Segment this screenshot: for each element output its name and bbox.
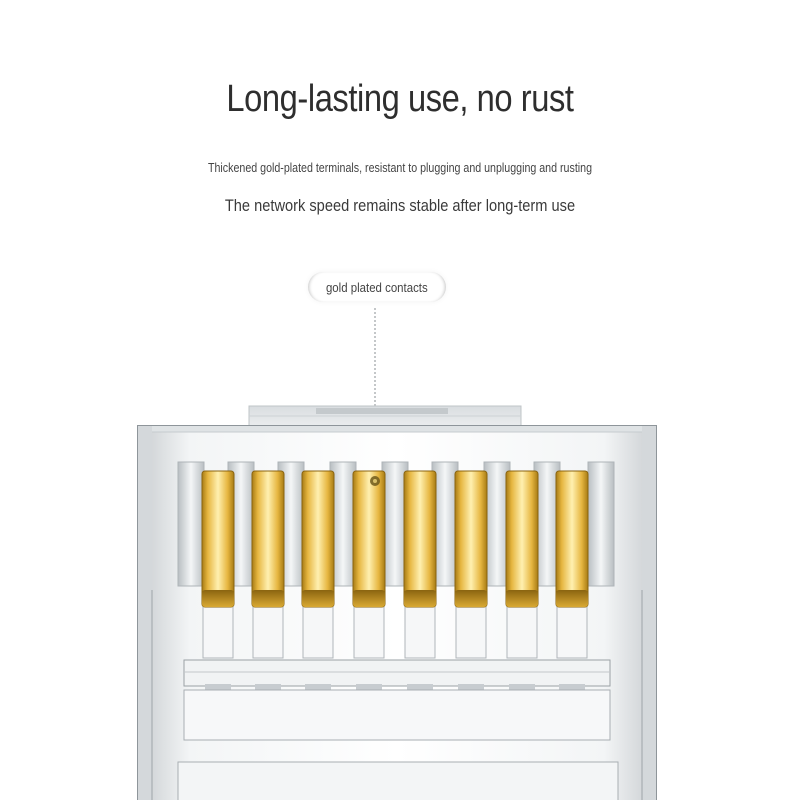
- gold-contact-5: [403, 470, 437, 608]
- gold-contact-8: [555, 470, 589, 608]
- gold-contact-7: [505, 470, 539, 608]
- subtitle-terminals: Thickened gold-plated terminals, resista…: [207, 160, 593, 175]
- wire-channels: [202, 605, 588, 659]
- headline: Long-lasting use, no rust: [226, 78, 574, 120]
- gold-contact-4: [352, 470, 386, 608]
- crossbar: [183, 659, 611, 687]
- callout-label: gold plated contacts: [326, 279, 428, 295]
- gold-contact-1: [201, 470, 235, 608]
- gold-contacts: [201, 470, 589, 608]
- contact-slots: [177, 461, 615, 587]
- gold-contact-6: [454, 470, 488, 608]
- rj45-connector-image: [137, 308, 657, 800]
- subtitle-network-speed: The network speed remains stable after l…: [224, 196, 576, 215]
- gold-contact-3: [301, 470, 335, 608]
- gold-contact-2: [251, 470, 285, 608]
- gold-contacts-callout: gold plated contacts: [308, 272, 446, 302]
